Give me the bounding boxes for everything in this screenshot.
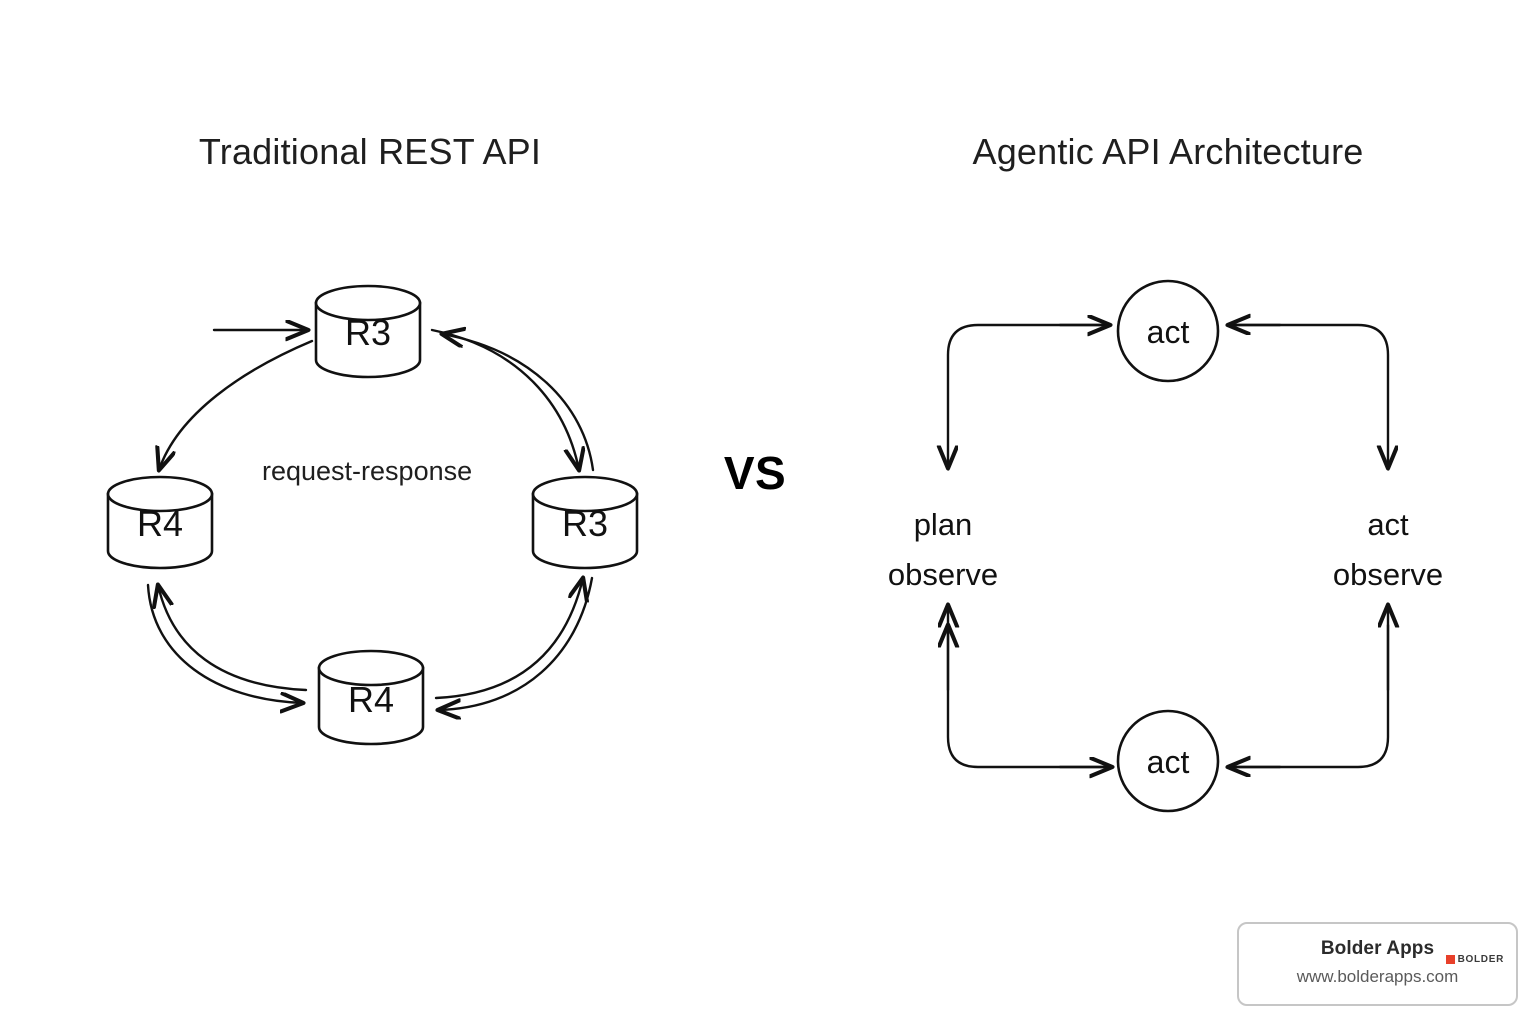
side-label-act-observe: act observe: [1288, 500, 1488, 600]
vs-divider-label: VS: [723, 447, 787, 499]
node-label-r3-right: R3: [562, 503, 608, 544]
node-label-r3-top: R3: [345, 312, 391, 353]
node-r3-right: [531, 475, 639, 570]
page-title-agentic: Agentic API Architecture: [972, 131, 1364, 172]
node-r4-bottom: [317, 649, 425, 746]
edge-r4left-to-r4bottom: [146, 583, 303, 703]
node-r4-left: [106, 475, 214, 570]
edge-act-bottom-to-plan: [948, 625, 1112, 769]
edge-act-top-to-plan: [948, 323, 1110, 468]
edge-act-top-to-act-observe: [1226, 323, 1388, 468]
rest-api-diagram: R3 R4 R3 R4: [106, 284, 639, 746]
badge-url[interactable]: www.bolderapps.com: [1296, 967, 1459, 986]
node-label-act-bottom: act: [1147, 744, 1190, 780]
side-label-plan-observe: plan observe: [843, 500, 1043, 600]
side-label-observe-right: observe: [1332, 557, 1444, 593]
edge-r4bottom-to-r3right: [434, 578, 583, 700]
edge-r4bottom-to-r4left: [158, 585, 308, 692]
page-title-rest: Traditional REST API: [198, 131, 542, 172]
node-act-bottom: [1116, 709, 1220, 813]
node-r3-top: [314, 284, 422, 379]
bolder-logo-wordmark: BOLDER: [1457, 954, 1504, 965]
node-label-act-top: act: [1147, 314, 1190, 350]
badge-brand-name: Bolder Apps: [1320, 938, 1435, 959]
node-label-r4-bottom: R4: [348, 679, 394, 720]
agentic-api-diagram: act act: [948, 279, 1390, 813]
edge-r3top-to-r3right: [430, 328, 579, 470]
bolder-logo-mark-icon: [1445, 955, 1455, 964]
edge-label-request-response: request-response: [262, 456, 473, 486]
edge-r3right-to-r3top: [442, 334, 595, 472]
bolder-logo: BOLDER: [1445, 954, 1504, 965]
side-label-observe-left: observe: [887, 557, 999, 593]
side-label-plan: plan: [913, 507, 973, 542]
side-label-act-right: act: [1367, 507, 1409, 542]
edge-r3top-to-r4left: [159, 339, 314, 470]
footer-badge: Bolder Apps www.bolderapps.com BOLDER: [1237, 922, 1518, 1006]
node-act-top: [1116, 279, 1220, 383]
node-label-r4-left: R4: [137, 503, 183, 544]
edge-act-observe-to-act-bottom: [1226, 623, 1390, 769]
edge-r3right-to-r4bottom: [438, 576, 594, 710]
